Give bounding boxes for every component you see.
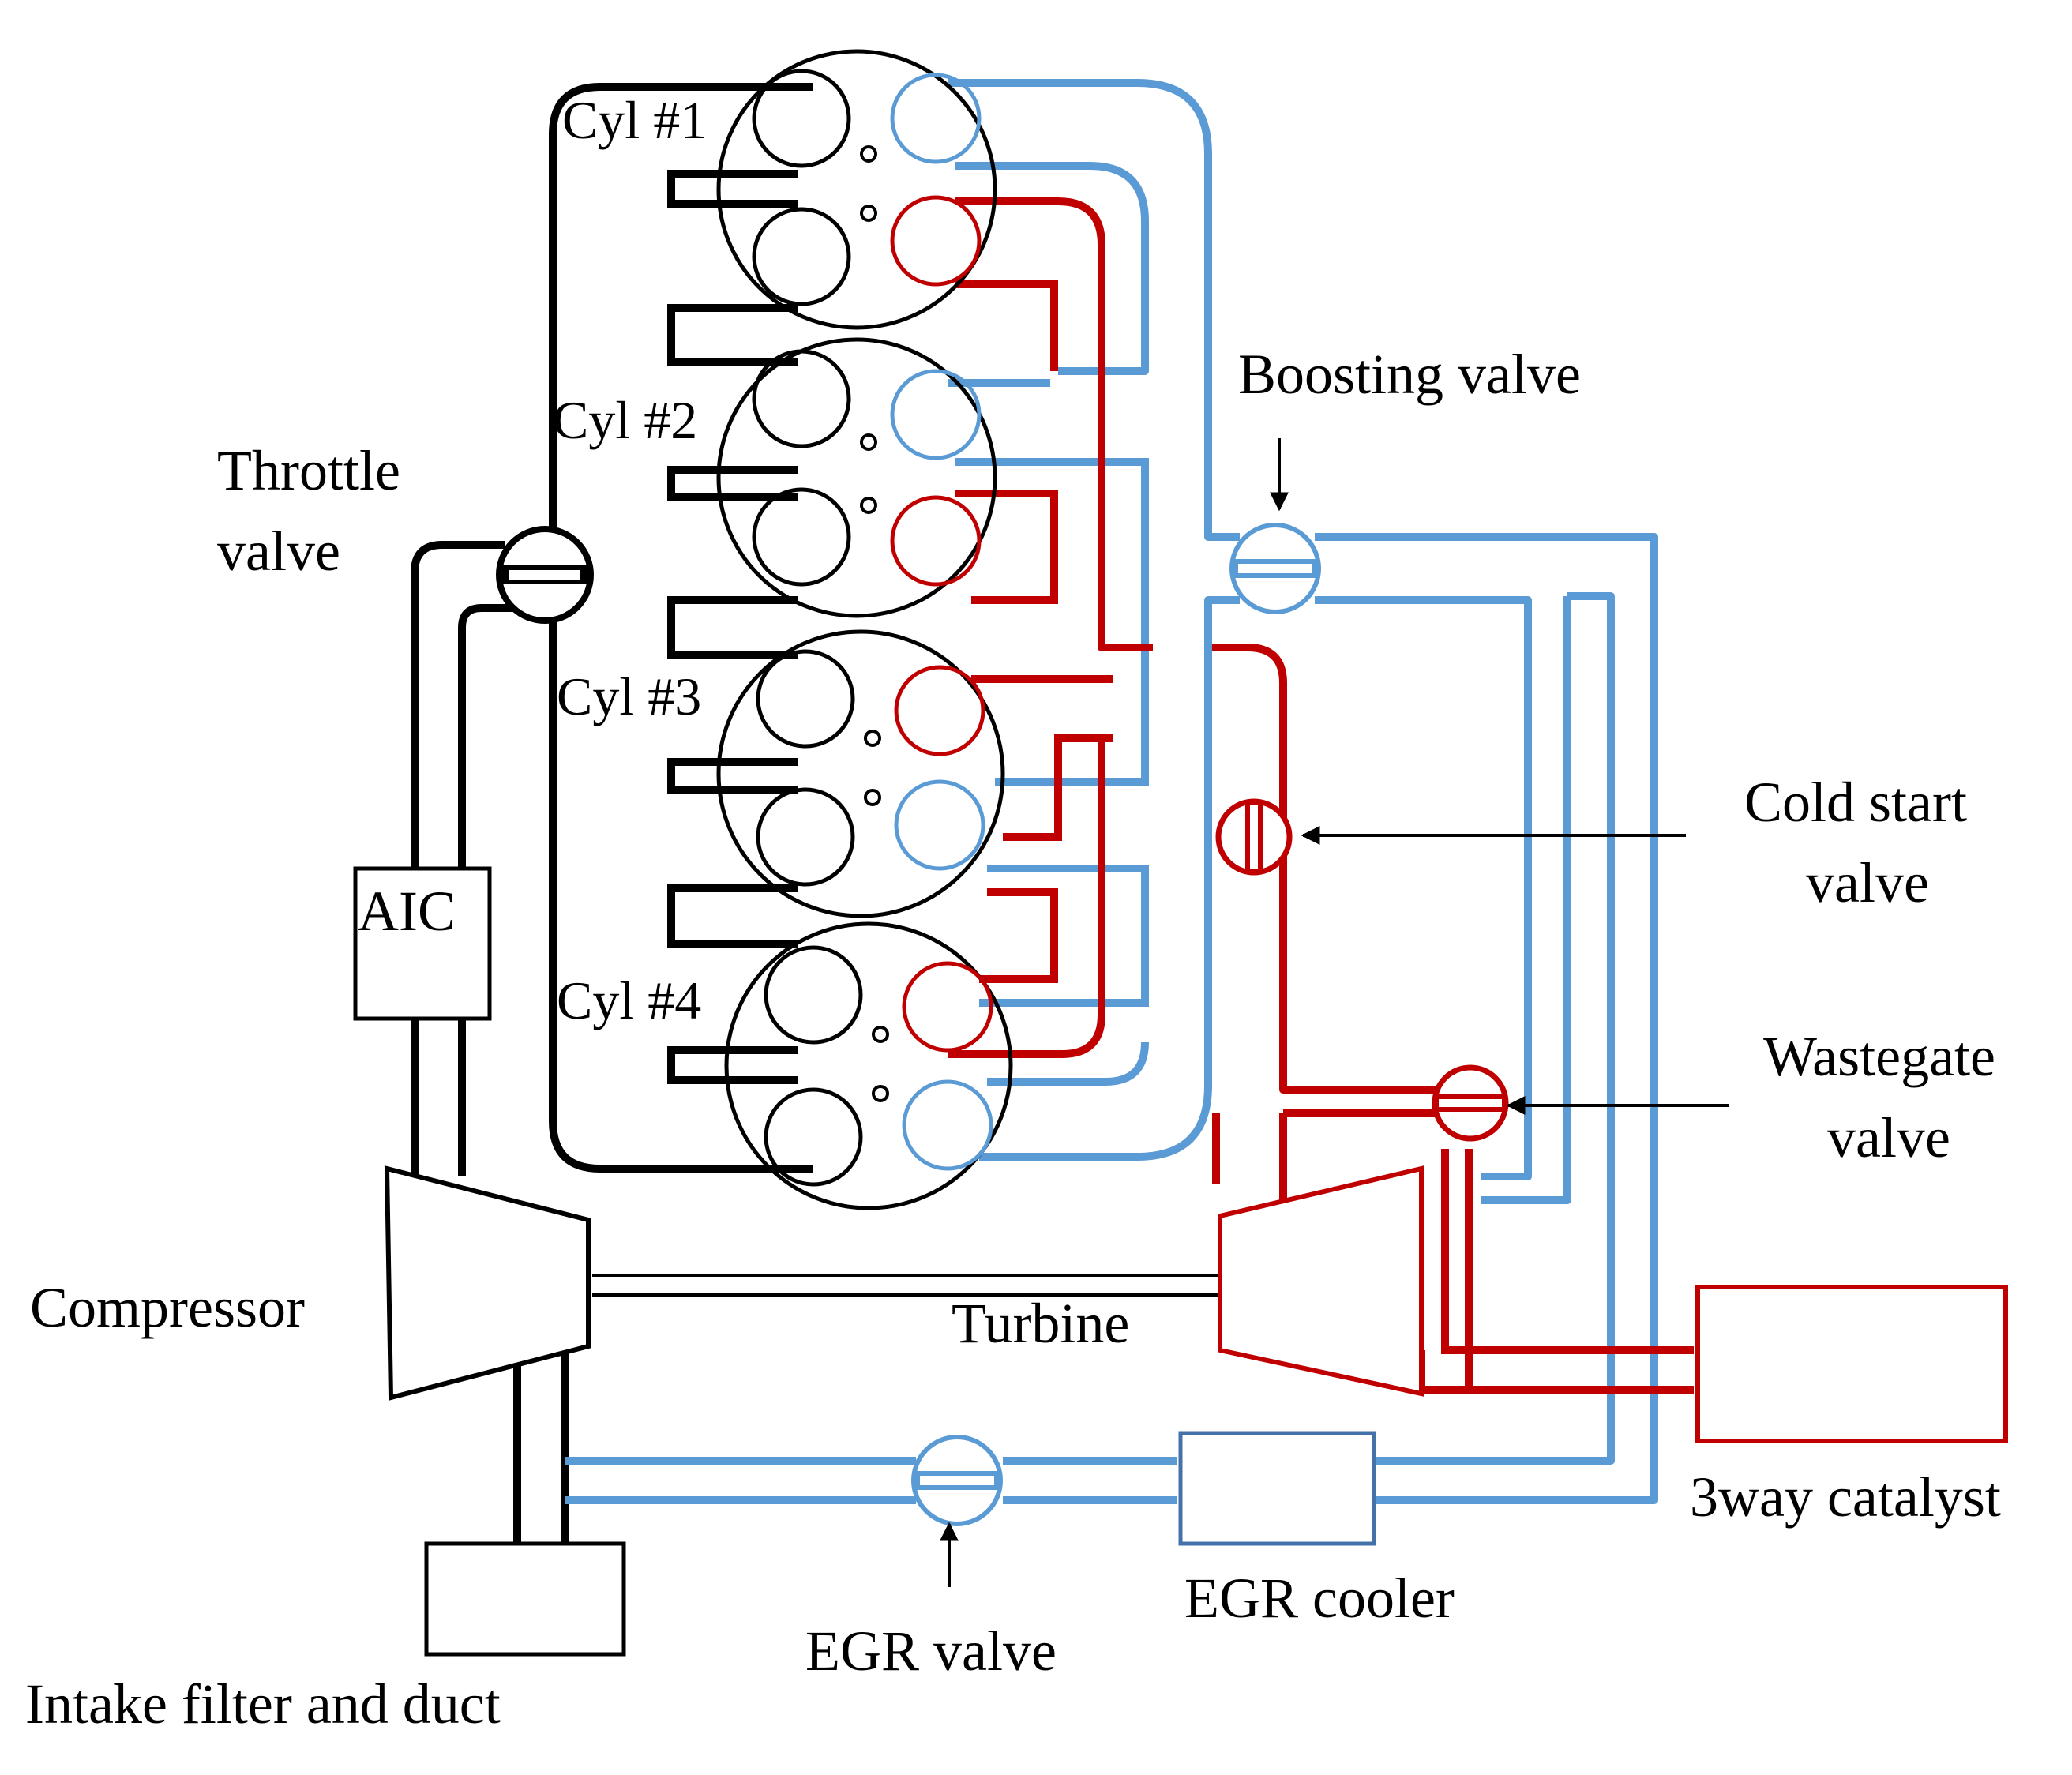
cylinder-2 [716, 337, 997, 618]
cold-start-label-line2: valve [1806, 851, 1929, 914]
cylinder-label-4: Cyl #4 [557, 970, 701, 1030]
egr-piping [565, 79, 1658, 1504]
exhaust-piping [948, 197, 1694, 1394]
egr-valve-label: EGR valve [805, 1619, 1057, 1683]
aic-label: AIC [358, 880, 456, 943]
wastegate-label-line2: valve [1827, 1106, 1950, 1169]
aic-box: AIC [353, 866, 492, 1021]
cylinder-label-3: Cyl #3 [557, 666, 701, 726]
cold-start-label-line1: Cold start [1744, 771, 1967, 834]
compressor [384, 1165, 591, 1401]
intake-filter-box [424, 1541, 626, 1657]
compressor-label: Compressor [30, 1276, 305, 1339]
cylinder-label-1: Cyl #1 [562, 90, 707, 150]
intake-filter-label: Intake filter and duct [25, 1672, 501, 1736]
turbine [1218, 1165, 1424, 1397]
cold-start-valve [1215, 798, 1293, 876]
cylinder-3 [716, 629, 1005, 918]
throttle-valve [496, 526, 594, 624]
boosting-valve [1229, 523, 1321, 614]
wastegate-valve [1432, 1064, 1509, 1142]
cylinder-labels: Cyl #1 Cyl #2 Cyl #3 Cyl #4 [553, 90, 707, 1030]
callout-arrows [940, 438, 1729, 1587]
boosting-valve-label: Boosting valve [1238, 343, 1581, 406]
throttle-label-line2: valve [217, 520, 340, 583]
three-way-catalyst [1695, 1285, 2008, 1443]
egr-cooler-label: EGR cooler [1184, 1567, 1455, 1630]
throttle-label-line1: Throttle [217, 439, 400, 502]
cylinder-4 [724, 921, 1013, 1210]
egr-cooler [1178, 1431, 1376, 1546]
cylinder-1 [716, 49, 997, 330]
intake-piping [411, 83, 1220, 1544]
catalyst-label: 3way catalyst [1690, 1465, 2001, 1529]
wastegate-label-line1: Wastegate [1763, 1025, 1995, 1088]
cylinder-label-2: Cyl #2 [553, 390, 697, 450]
egr-valve [911, 1435, 1003, 1526]
turbine-label: Turbine [952, 1292, 1129, 1355]
intake-runners [667, 170, 798, 1084]
